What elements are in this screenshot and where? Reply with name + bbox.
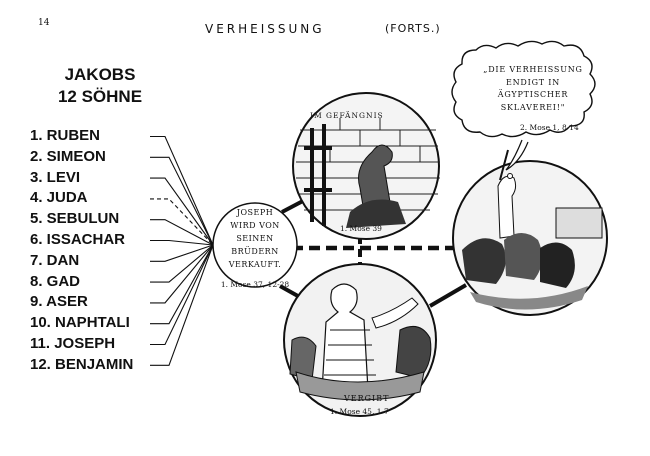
son-item: 2. SIMEON <box>30 147 106 165</box>
son-connector-line <box>150 244 214 262</box>
center-line: JOSEPH <box>236 208 274 217</box>
son-item: 6. ISSACHAR <box>30 230 126 248</box>
son-item: 7. DAN <box>30 251 80 269</box>
son-item: 4. JUDA <box>30 189 88 207</box>
son-connector-line <box>150 135 214 246</box>
page-title-suffix: (FORTS.) <box>385 22 441 35</box>
center-reference: 1. Mose 37, 12-28 <box>220 280 290 289</box>
center-caption: JOSEPH WIRD VON SEINEN BRÜDERN VERKAUFT. <box>218 206 292 271</box>
son-item: 10. NAPHTALI <box>30 314 130 332</box>
heading-line-1: JAKOBS <box>64 65 136 84</box>
link-slavery <box>428 283 468 308</box>
slavery-scene-icon <box>452 149 608 316</box>
son-item: 3. LEVI <box>30 168 81 186</box>
heading: JAKOBS 12 SÖHNE <box>40 64 160 108</box>
forgives-reference: 1. Mose 45, 1-7 <box>330 407 389 416</box>
son-connectors <box>150 135 214 366</box>
son-item: 9. ASER <box>30 293 88 311</box>
son-connector-line <box>150 156 214 246</box>
prison-scene-icon <box>292 92 440 240</box>
heading-line-2: 12 SÖHNE <box>57 87 143 106</box>
son-item: 1. RUBEN <box>30 127 101 144</box>
forgives-label: VERGIBT <box>344 394 390 403</box>
cloud-reference: 2. Mose 1, 8-14 <box>520 123 579 132</box>
son-item: 12. BENJAMIN <box>30 355 134 373</box>
cloud-caption: „DIE VERHEISSUNG ENDIGT IN ÄGYPTISCHER S… <box>462 64 604 114</box>
cloud-line: ÄGYPTISCHER <box>497 90 569 99</box>
son-item: 11. JOSEPH <box>30 334 116 352</box>
son-connector-line <box>150 177 214 246</box>
speech-cloud <box>451 40 596 179</box>
center-line: BRÜDERN <box>231 247 279 256</box>
cloud-line: SKLAVEREI!" <box>500 102 566 112</box>
joseph-forgives-scene-icon <box>283 263 437 417</box>
son-connector-line <box>150 198 214 246</box>
son-item: 5. SEBULUN <box>30 210 120 228</box>
page-number: 14 <box>38 18 50 28</box>
son-connector-line <box>150 244 214 325</box>
son-connector-line <box>150 244 214 346</box>
sons-list: 1. RUBEN 2. SIMEON 3. LEVI 4. JUDA 5. SE… <box>30 126 133 376</box>
son-connector-line <box>150 244 214 304</box>
cloud-line: „DIE VERHEISSUNG <box>483 65 583 74</box>
son-connector-line <box>150 244 214 366</box>
son-connector-line <box>150 239 214 246</box>
prison-label: IM GEFÄNGNIS <box>310 111 384 120</box>
son-item: 8. GAD <box>30 272 81 290</box>
center-line: VERKAUFT. <box>228 260 282 269</box>
cloud-line: ENDIGT IN <box>505 77 561 87</box>
center-line: WIRD VON <box>230 221 280 230</box>
page-title: VERHEISSUNG <box>205 22 325 36</box>
prison-reference: 1. Mose 39 <box>340 224 382 233</box>
son-connector-line <box>150 219 214 246</box>
son-connector-line <box>150 244 214 283</box>
center-line: SEINEN <box>236 234 274 243</box>
center-circle <box>212 202 298 288</box>
